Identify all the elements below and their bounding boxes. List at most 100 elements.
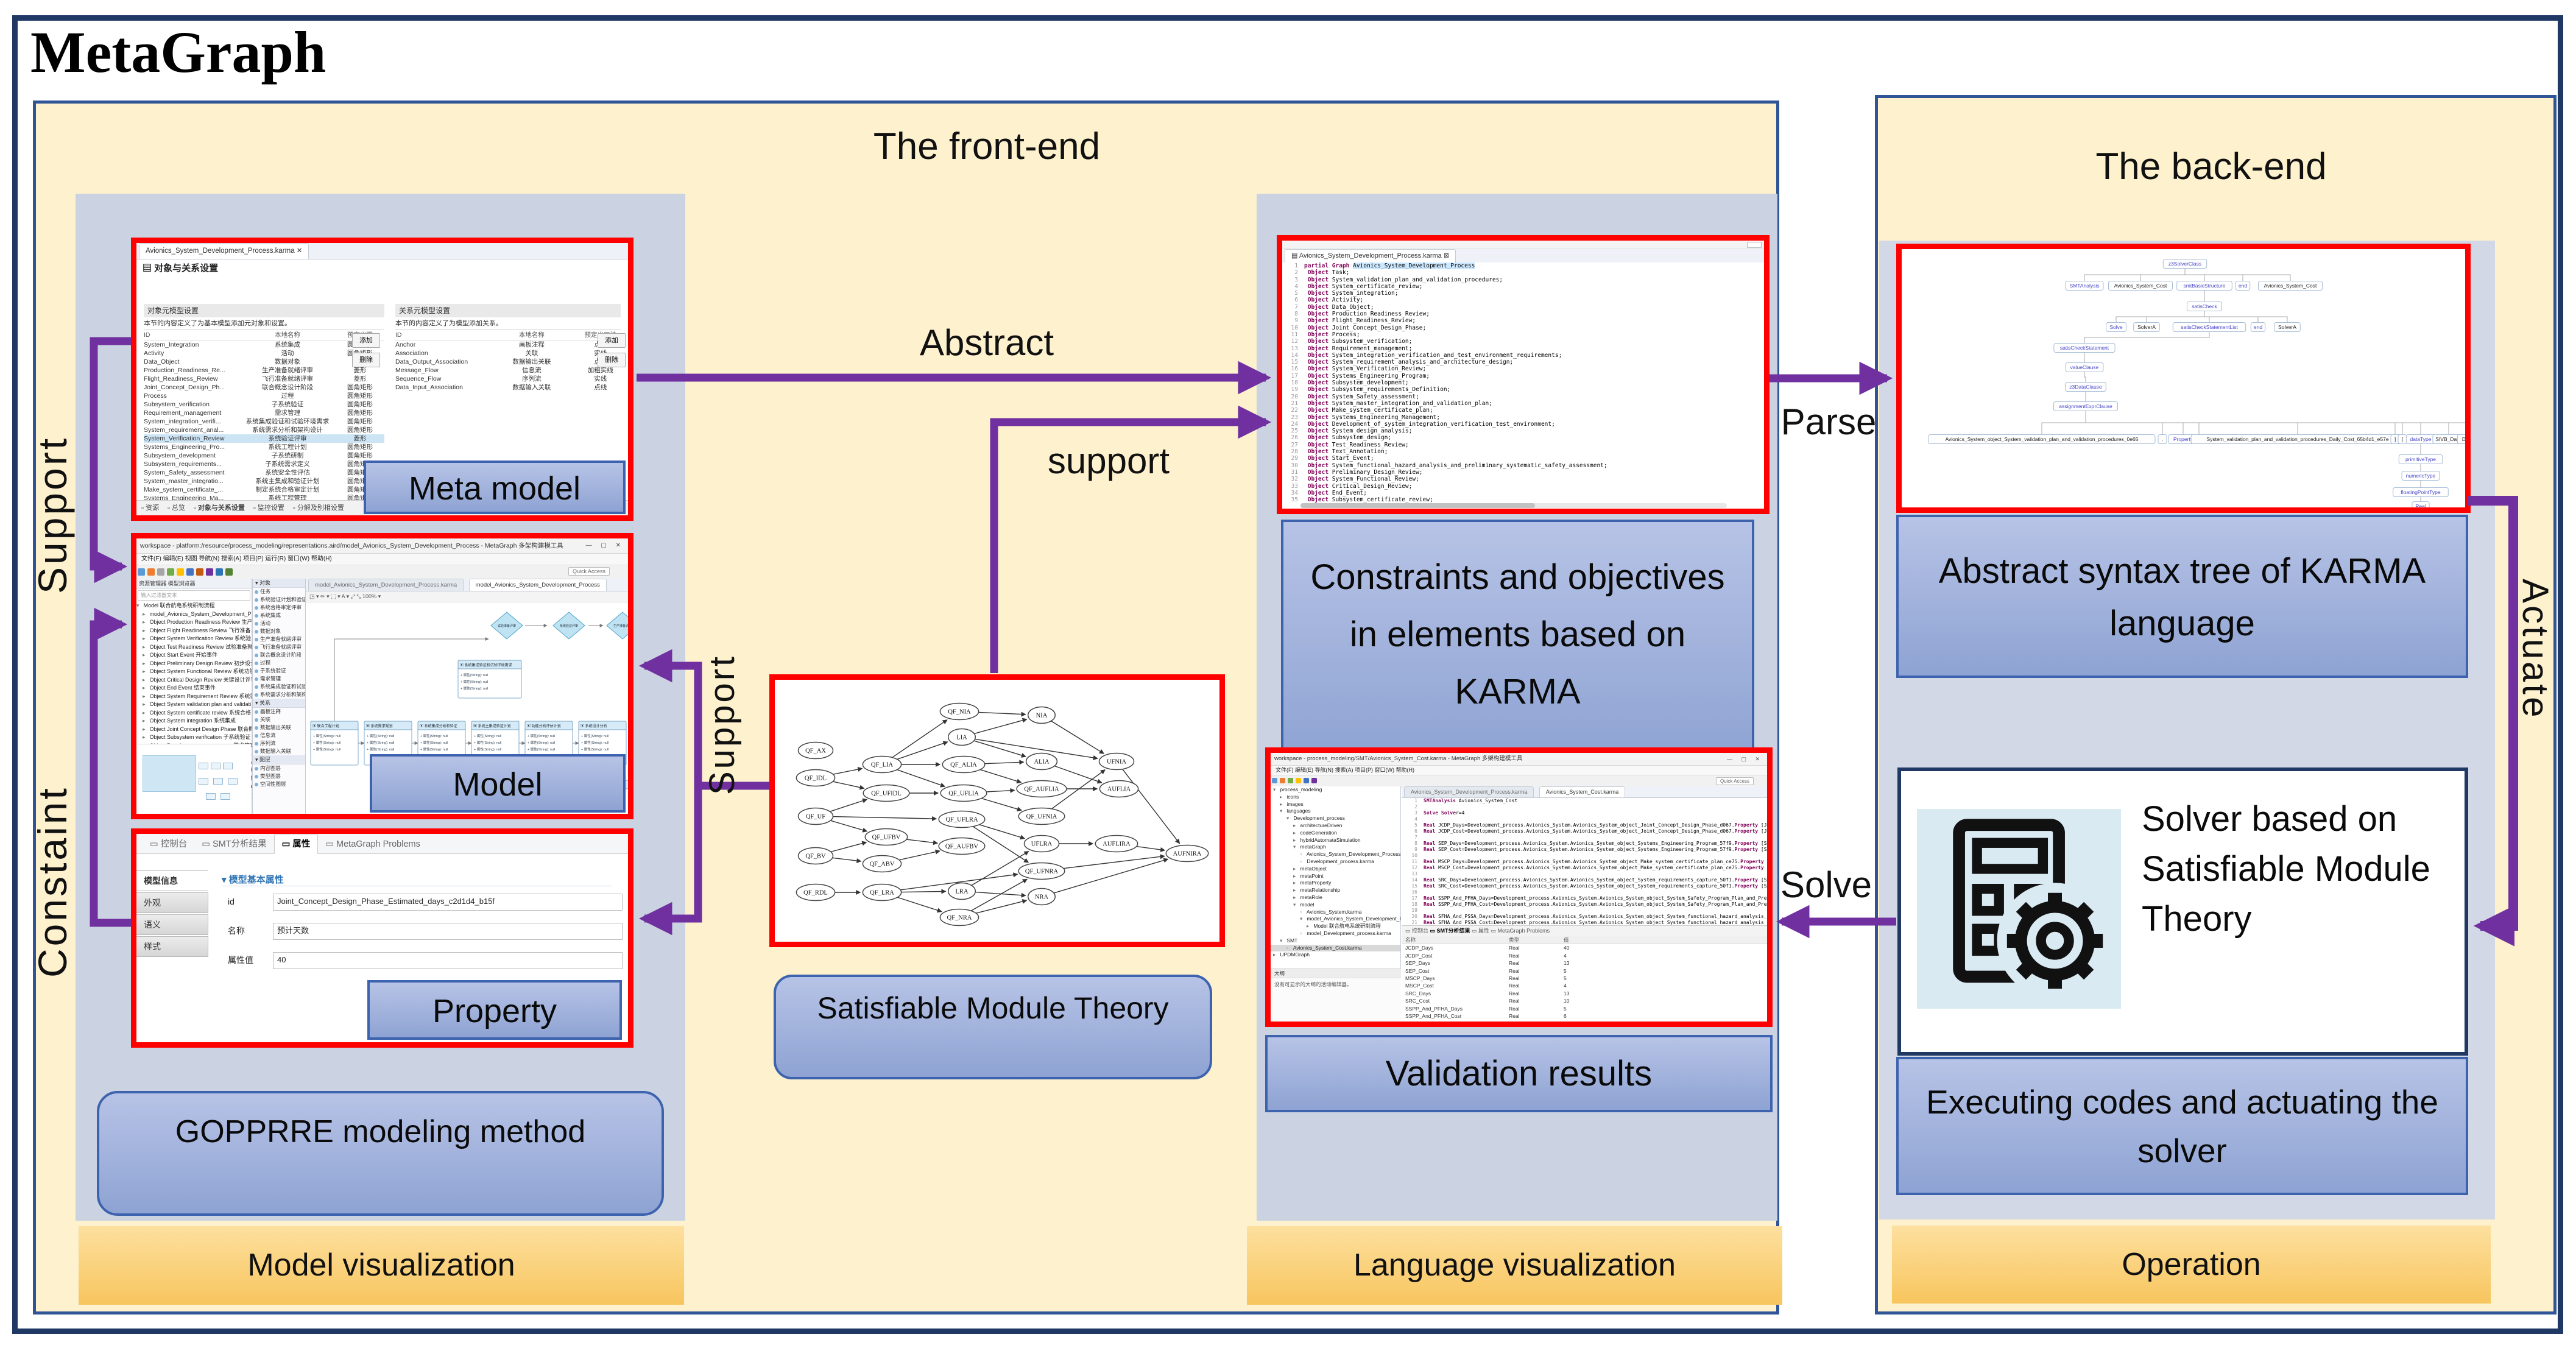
bottom-tab[interactable]: ▫ 资源 — [141, 504, 159, 512]
tree-item[interactable]: ▸ Object End Event 结束事件 — [143, 685, 216, 691]
tree-item[interactable]: ▫ Development_process.karma — [1300, 858, 1374, 864]
tree-item[interactable]: ▸ Object System Functional Review 系统功能 — [143, 668, 252, 674]
tree-item[interactable]: ▸ codeGeneration — [1293, 829, 1337, 836]
diagram-task-box[interactable]: ▣ 系统集成验证和试验环境需求+ 属性(String): null+ 属性(St… — [457, 660, 522, 699]
tree-item[interactable]: ▸ Object Preliminary Design Review 初步设计评… — [143, 660, 252, 666]
tree-item[interactable]: ▫ Avionics_System.karma — [1300, 908, 1362, 915]
tree-item[interactable]: ▸ Object Joint Concept Design Phase 联合概.… — [143, 725, 252, 732]
palette-item[interactable]: 信息流 — [253, 732, 305, 739]
tree-item[interactable]: ▸ metaProperty — [1293, 880, 1332, 886]
tree-item[interactable]: ▸ model_Avionics_System_Development_Pr..… — [143, 610, 252, 617]
palette-group[interactable]: ▾ 对象 — [253, 579, 305, 588]
field-value-input[interactable]: 40 — [273, 952, 623, 969]
table-row[interactable]: Joint_Concept_Design_Ph...联合概念设计阶段圆角矩形 — [144, 384, 373, 391]
palette-item[interactable]: 活动 — [253, 619, 305, 627]
删除-button[interactable]: 删除 — [598, 353, 626, 367]
side-tab[interactable]: 语义 — [136, 914, 208, 935]
palette-item[interactable]: 系统集成 — [253, 612, 305, 619]
palette-item[interactable]: 系统需求分析和架构设计 — [253, 691, 305, 699]
添加-button[interactable]: 添加 — [352, 333, 380, 348]
diagram-task-box[interactable]: ▣ 联合工程计划+ 属性(String): null+ 属性(String): … — [310, 721, 359, 766]
results-tab[interactable]: ▭ SMT分析结果 — [1430, 928, 1472, 934]
tree-item[interactable]: ▸ Object System Verification Review 系统验.… — [143, 635, 252, 641]
close-icon[interactable]: ✕ — [296, 247, 303, 255]
side-tab[interactable]: 外观 — [136, 892, 208, 913]
palette-group[interactable]: ▾ 图层 — [253, 755, 305, 764]
palette-item[interactable]: 系统集成验证和试验环境需求 — [253, 683, 305, 691]
outline-title[interactable]: 大纲 — [1271, 969, 1401, 978]
添加-button[interactable]: 添加 — [598, 333, 626, 348]
tree-item[interactable]: ▸ Model 联合航电系统研制流程 — [1307, 923, 1381, 930]
diagram-diamond[interactable]: 试验准备评审 — [490, 612, 523, 640]
horizontal-scrollbar[interactable] — [1300, 503, 1727, 508]
tree-item[interactable]: ▸ Object System Requirement Review 系统需 — [143, 693, 252, 699]
quick-access[interactable]: Quick Access — [568, 567, 610, 576]
tree-item[interactable]: ▫ Avionics_System_Cost.karma — [1271, 944, 1400, 952]
tree-item[interactable]: ▸ metaRole — [1293, 894, 1322, 900]
tree-item[interactable]: ▸ Object Production Readiness Review 生产.… — [143, 619, 252, 625]
bottom-tab[interactable]: ▫ 对象与关系设置 — [193, 504, 245, 512]
tree-item[interactable]: ▸ hybridAutomataSimulation — [1293, 836, 1361, 843]
tree-item[interactable]: ▸ metaPoint — [1293, 872, 1324, 879]
palette-item[interactable]: 关联 — [253, 716, 305, 724]
tab-cost-karma[interactable]: Avionics_System_Cost.karma — [1539, 786, 1626, 797]
tree-item[interactable]: ▸ Object Critical Design Review 关键设计评审 — [143, 676, 252, 683]
table-row[interactable]: Systems_Engineering_Pro...系统工程计划圆角矩形 — [144, 443, 373, 451]
menu-bar[interactable]: 文件(F) 编辑(E) 导航(N) 搜索(A) 项目(P) 窗口(W) 帮助(H… — [1271, 766, 1767, 775]
quick-access[interactable]: Quick Access — [1715, 777, 1754, 785]
field-value-input[interactable]: Joint_Concept_Design_Phase_Estimated_day… — [273, 894, 623, 911]
field-value-input[interactable]: 预计天数 — [273, 923, 623, 940]
zoom-level[interactable]: 100% — [362, 593, 377, 599]
results-tab[interactable]: ▭ 属性 — [1472, 928, 1491, 934]
tree-item[interactable]: ▾ model_Avionics_System_Development_Proc… — [1300, 916, 1400, 922]
table-row[interactable]: Production_Readiness_Re...生产准备就绪评审菱形 — [144, 367, 367, 374]
view-tab[interactable]: ▭ SMT分析结果 — [202, 839, 267, 849]
diagram-diamond[interactable]: 生产准备评审 — [606, 612, 633, 640]
tree-item[interactable]: ▸ images — [1280, 800, 1304, 807]
table-row[interactable]: Make_system_certificate_...制定系统合格审定计划圆角矩… — [144, 486, 373, 493]
删除-button[interactable]: 删除 — [352, 353, 380, 367]
menu-bar[interactable]: 文件(F) 编辑(E) 视图 导航(N) 搜索(A) 项目(P) 运行(R) 窗… — [136, 554, 628, 565]
side-tab[interactable]: 模型信息 — [136, 870, 208, 891]
palette-item[interactable]: 序列流 — [253, 739, 305, 747]
palette-item[interactable]: 任务 — [253, 588, 305, 596]
tree-item[interactable]: ▸ Object Subsystem verification 子系统验证 — [143, 734, 251, 740]
palette-item[interactable]: 画板注释 — [253, 708, 305, 716]
bottom-tab[interactable]: ▫ 总览 — [167, 504, 185, 512]
tab-karma[interactable]: model_Avionics_System_Development_Proces… — [308, 579, 464, 591]
tree-item[interactable]: ▸ metaRelationship — [1293, 887, 1341, 894]
tree-item[interactable]: ▸ metaObject — [1293, 865, 1327, 872]
bottom-tab[interactable]: ▫ 分解及别相设置 — [292, 504, 344, 512]
tree-item[interactable]: ▸ UPDMGraph — [1273, 951, 1310, 958]
palette-group[interactable]: ▾ 关系 — [253, 699, 305, 708]
tree-item[interactable]: ▾ Model 联合航电系统研制流程 — [136, 602, 215, 609]
palette-item[interactable]: 内容图层 — [253, 764, 305, 772]
tab-karma-file[interactable]: Avionics_System_Development_Process.karm… — [139, 243, 309, 259]
tree-item[interactable]: ▸ Object System validation plan and vali… — [143, 701, 252, 707]
minimize-restore-icon[interactable] — [1747, 242, 1762, 248]
tree-item[interactable]: ▸ architectureDriven — [1293, 822, 1343, 828]
table-row[interactable]: System_integration_verifi...系统集成验证和试验环境需… — [144, 418, 373, 425]
palette-item[interactable]: 飞行准备就绪评审 — [253, 643, 305, 651]
tree-item[interactable]: ▸ icons — [1280, 793, 1299, 800]
filter-input[interactable]: 输入过滤器文本 — [138, 590, 250, 601]
palette-item[interactable]: 空间性图层 — [253, 780, 305, 788]
tree-item[interactable]: ▾ languages — [1280, 808, 1311, 814]
